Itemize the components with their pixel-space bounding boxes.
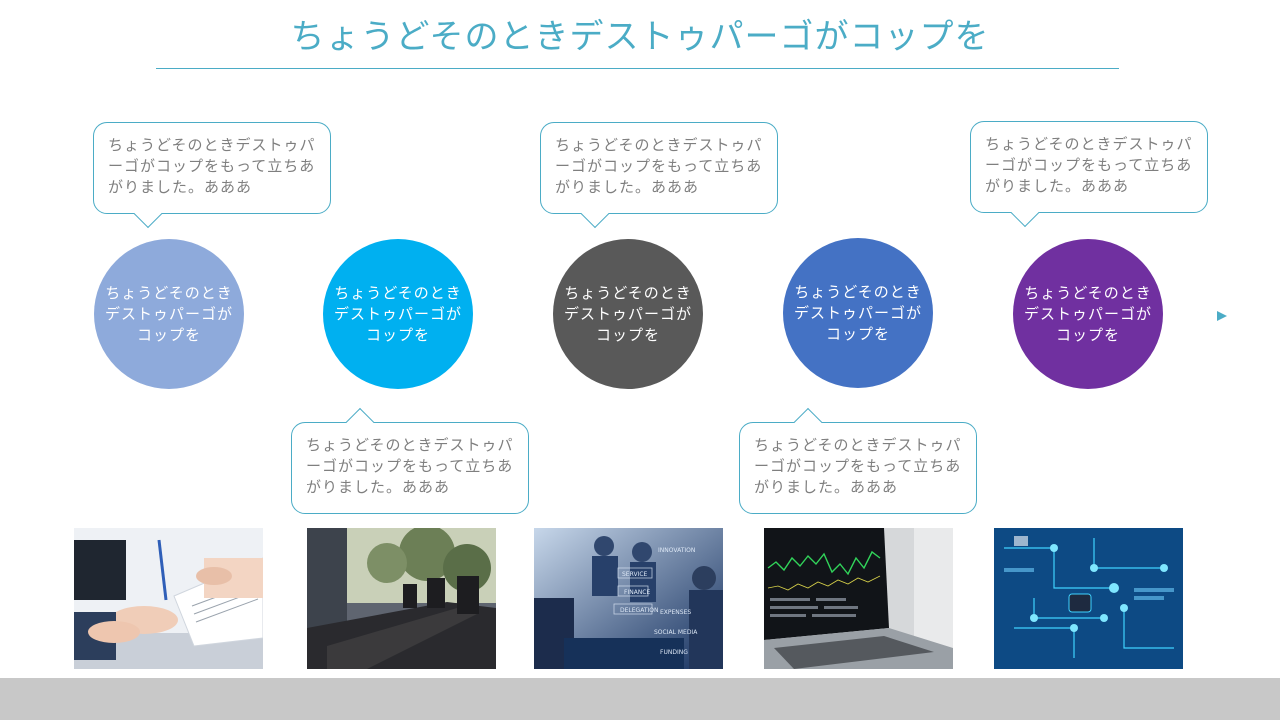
- timeline-node-4: ちょうどそのときデストゥパーゴがコップを: [783, 238, 933, 388]
- timeline-node-1: ちょうどそのときデストゥパーゴがコップを: [94, 239, 244, 389]
- callout-text: ちょうどそのときデストゥパーゴがコップをもって立ちあがりました。あああ: [555, 136, 763, 196]
- digital-network-photo: [994, 528, 1183, 669]
- page-title: ちょうどそのときデストゥパーゴがコップを: [290, 17, 990, 57]
- callout-text: ちょうどそのときデストゥパーゴがコップをもって立ちあがりました。あああ: [754, 436, 962, 496]
- concept-word: DELEGATION: [620, 607, 658, 614]
- callout-2: ちょうどそのときデストゥパーゴがコップをもって立ちあがりました。あああ: [291, 407, 529, 514]
- callout-5: ちょうどそのときデストゥパーゴがコップをもって立ちあがりました。あああ: [970, 121, 1208, 228]
- business-concept-photo: INNOVATION SERVICE FINANCE DELEGATION EX…: [534, 528, 723, 669]
- concept-word: SERVICE: [622, 571, 648, 578]
- footer-band: [0, 678, 1280, 720]
- timeline-node-2: ちょうどそのときデストゥパーゴがコップを: [323, 239, 473, 389]
- callout-4: ちょうどそのときデストゥパーゴがコップをもって立ちあがりました。あああ: [739, 407, 977, 514]
- concept-word: EXPENSES: [660, 609, 691, 616]
- callout-text: ちょうどそのときデストゥパーゴがコップをもって立ちあがりました。あああ: [108, 136, 316, 196]
- callout-3: ちょうどそのときデストゥパーゴがコップをもって立ちあがりました。あああ: [540, 122, 778, 229]
- conference-room-photo: [307, 528, 496, 669]
- node-label: ちょうどそのときデストゥパーゴがコップを: [333, 283, 462, 344]
- concept-word: FUNDING: [660, 649, 688, 656]
- concept-word: FINANCE: [624, 589, 650, 596]
- node-label: ちょうどそのときデストゥパーゴがコップを: [104, 283, 233, 344]
- timeline-node-3: ちょうどそのときデストゥパーゴがコップを: [553, 239, 703, 389]
- node-label: ちょうどそのときデストゥパーゴがコップを: [793, 282, 922, 343]
- node-label: ちょうどそのときデストゥパーゴがコップを: [563, 283, 692, 344]
- timeline-node-5: ちょうどそのときデストゥパーゴがコップを: [1013, 239, 1163, 389]
- concept-word: SOCIAL MEDIA: [654, 629, 698, 636]
- timeline-arrowhead: [1217, 311, 1227, 321]
- document-signing-photo: [74, 528, 263, 669]
- concept-word: INNOVATION: [658, 547, 695, 554]
- callout-text: ちょうどそのときデストゥパーゴがコップをもって立ちあがりました。あああ: [306, 436, 514, 496]
- callout-text: ちょうどそのときデストゥパーゴがコップをもって立ちあがりました。あああ: [985, 135, 1193, 195]
- title-underline: [156, 68, 1119, 69]
- stock-chart-laptop-photo: [764, 528, 953, 669]
- node-label: ちょうどそのときデストゥパーゴがコップを: [1023, 283, 1152, 344]
- callout-1: ちょうどそのときデストゥパーゴがコップをもって立ちあがりました。あああ: [93, 122, 331, 229]
